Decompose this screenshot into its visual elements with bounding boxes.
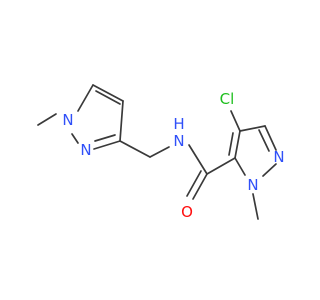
atom-n2-right: N [273, 148, 284, 166]
bond-carbonyl-o-double [186, 170, 202, 197]
bond-c5-c4-right [234, 130, 241, 159]
bond-n1-c5-right [234, 157, 246, 176]
bond-n1-methyl-right [252, 193, 259, 220]
bond-n2-n1-left [71, 133, 79, 144]
bond-nh-carbonyl [188, 144, 208, 175]
canvas-background [0, 0, 300, 300]
atom-h: H [173, 115, 184, 133]
molecule-structure-diagram: N N N H O Cl N N [0, 0, 300, 300]
bond-c4-cl [230, 110, 241, 132]
bond-n2-n1-right [262, 163, 277, 177]
bond-methyl-n1-left [37, 113, 57, 126]
bond-c3-n2-right [264, 125, 277, 151]
bond-c3-n2-left-double [94, 134, 116, 142]
bond-c4-c3-right [239, 125, 266, 132]
atom-n1-left: N [62, 111, 73, 129]
atom-cl: Cl [220, 90, 235, 108]
atom-n1-right: N [247, 176, 258, 194]
bond-c3-n2-right-double [258, 129, 270, 152]
atom-o: O [181, 203, 193, 221]
bond-group [37, 84, 277, 220]
bond-c5-c4-right-double [228, 132, 234, 156]
bond-carbonyl-o [192, 173, 208, 200]
atom-label-group: N N N H O Cl N N [62, 90, 284, 221]
bond-c3-ch2 [119, 140, 151, 158]
bond-ch2-nh [149, 146, 170, 158]
atom-n2-left: N [80, 141, 91, 159]
bond-carbonyl-c5-right [206, 157, 236, 175]
bond-n1-c5-left [77, 84, 94, 112]
bond-c5-c4-left [92, 84, 124, 102]
bond-c5-c4-left-double [95, 90, 121, 105]
bond-c4-c3-left [119, 100, 124, 142]
bond-c3-n2-left [93, 140, 121, 150]
atom-nh: N [173, 132, 184, 150]
